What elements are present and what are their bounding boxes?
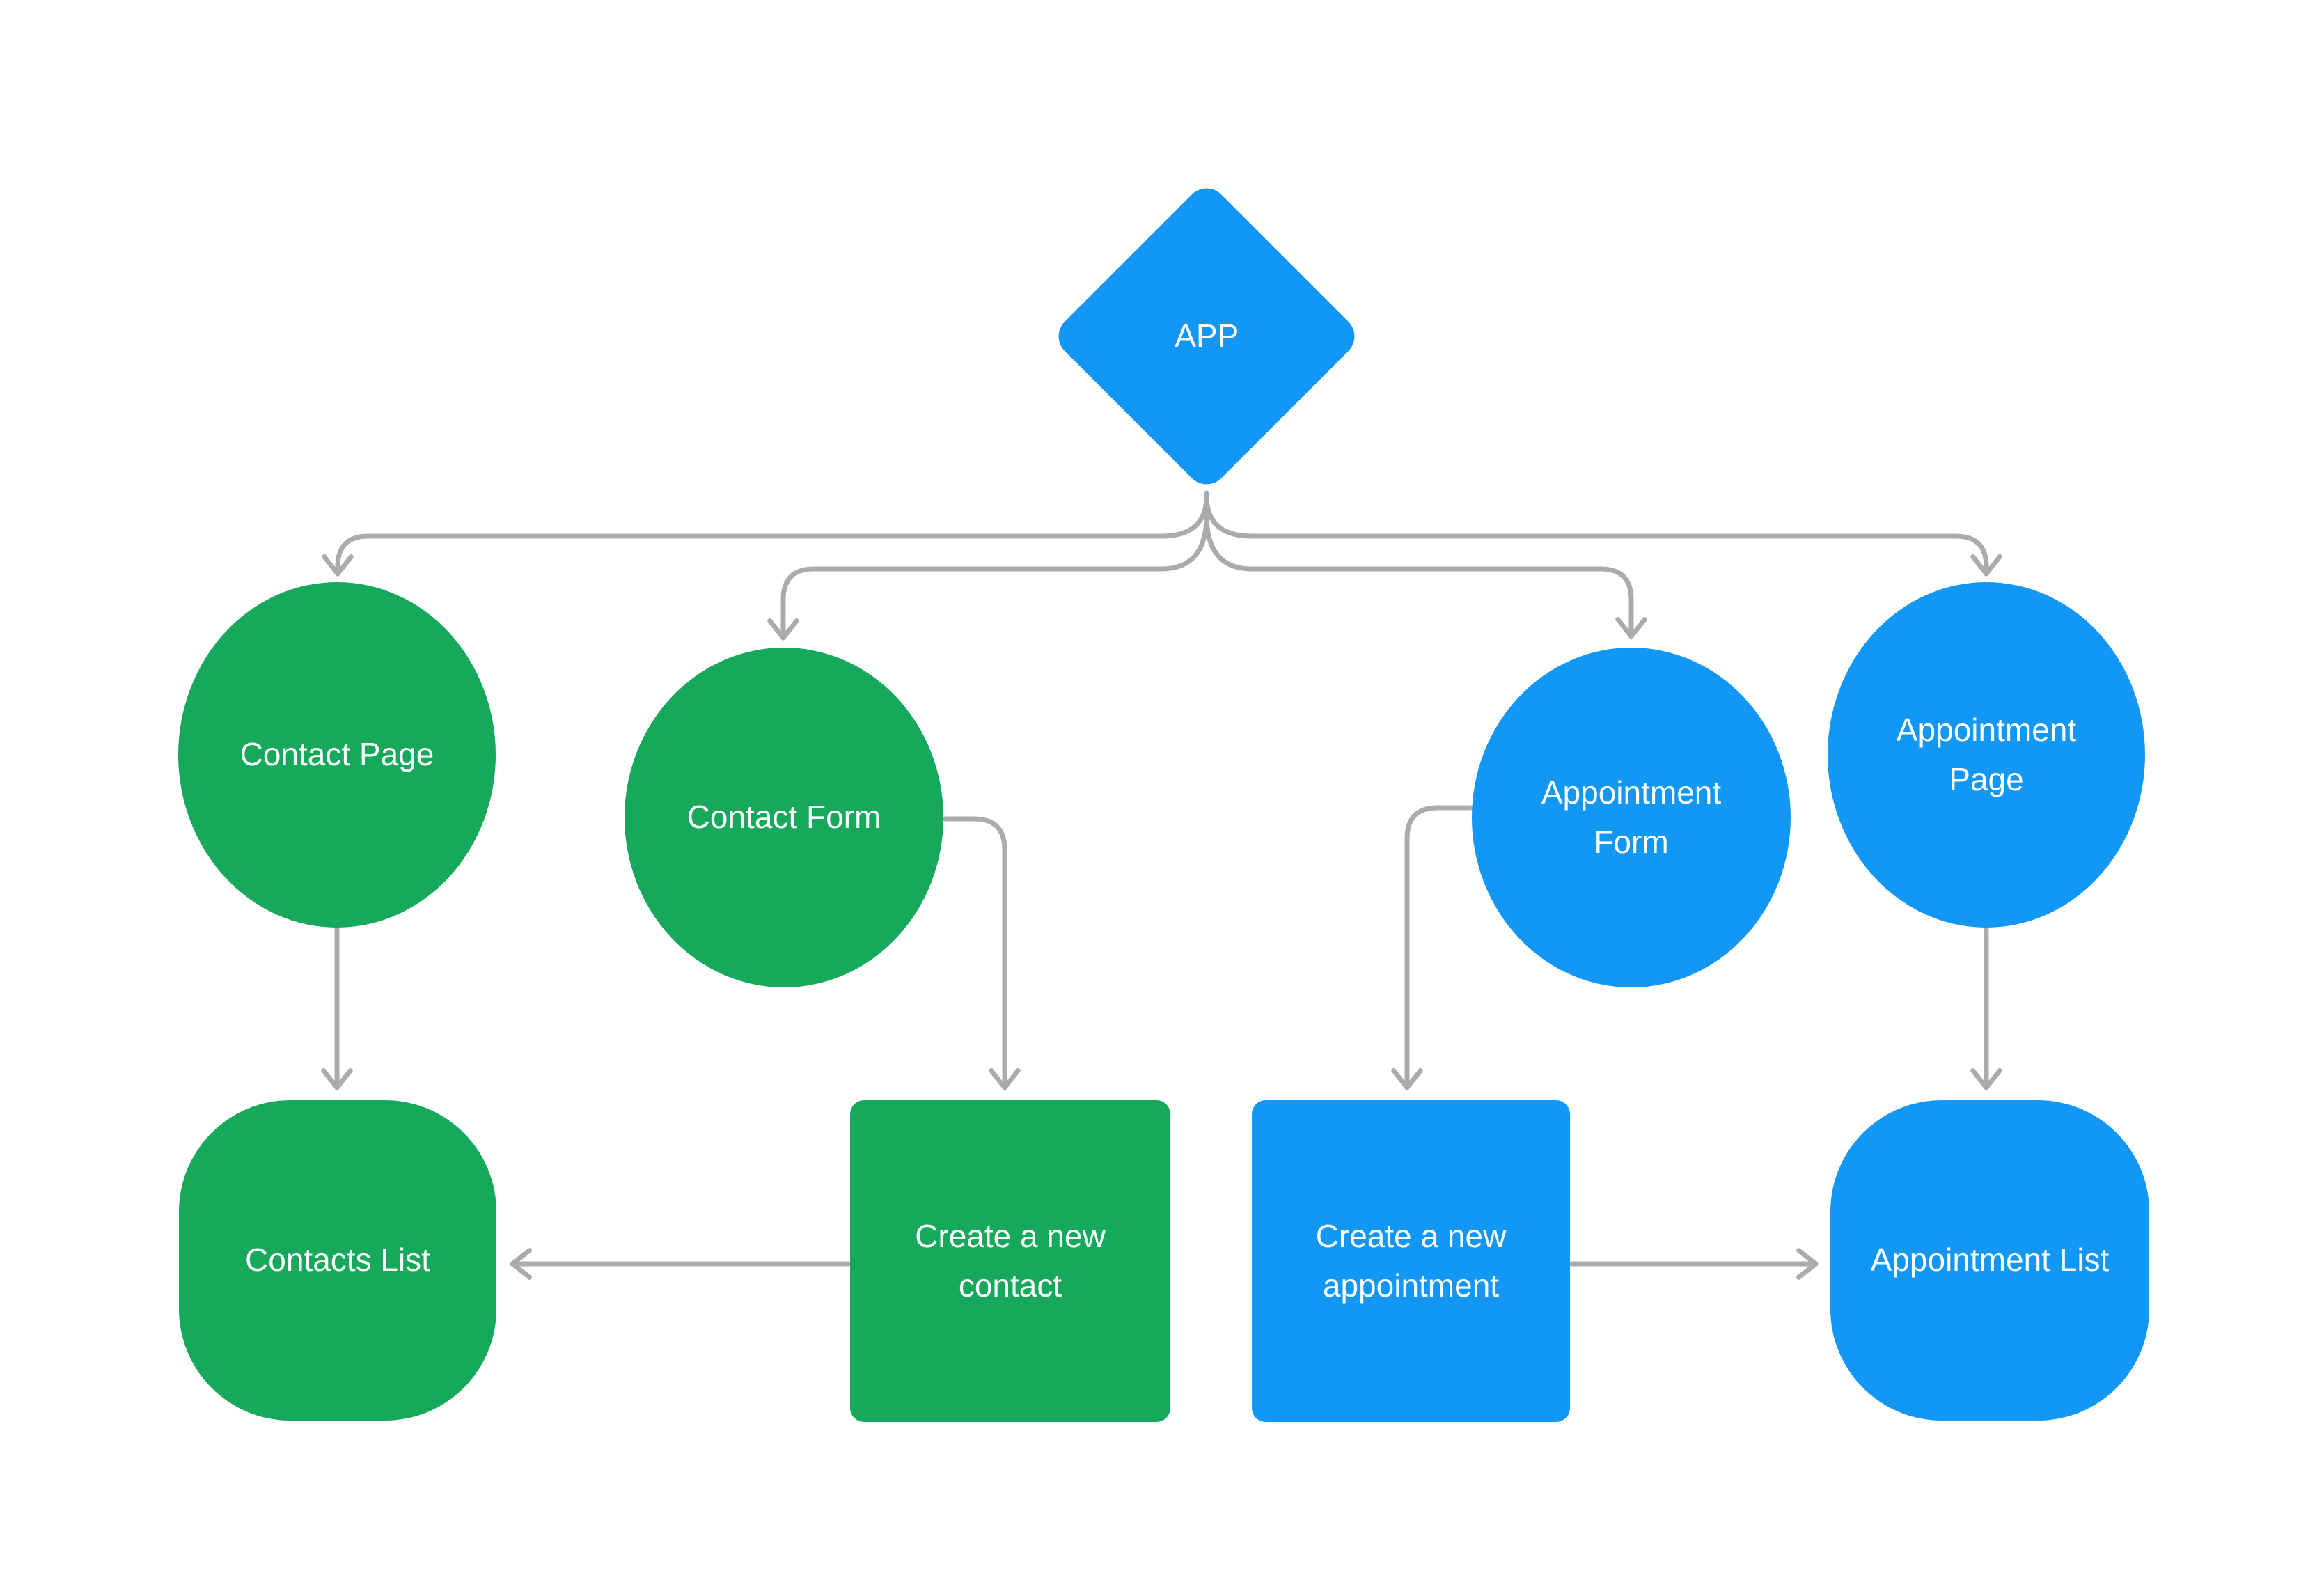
node-appointment-list-label: Appointment List (1870, 1242, 2110, 1278)
node-create-contact-label: Create a new contact (915, 1217, 1106, 1304)
node-app-label: APP (1174, 318, 1239, 354)
edge-appointment-form-to-create-appointment (1391, 805, 1473, 1090)
node-contact-page-label: Contact Page (240, 736, 434, 773)
node-appointment-form-label: Appointment Form (1541, 774, 1722, 860)
node-appointment-page[interactable]: Appointment Page (1828, 582, 2145, 928)
node-create-contact[interactable]: Create a new contact (850, 1100, 1170, 1422)
node-contact-form[interactable]: Contact Form (625, 648, 943, 987)
edge-app-to-appointment-form (1204, 513, 1647, 639)
edge-app-to-contact-page (322, 490, 1209, 577)
node-app[interactable]: APP (1050, 180, 1363, 493)
node-appointment-page-label: Appointment Page (1896, 711, 2077, 797)
edge-contact-form-to-create-contact (942, 816, 1021, 1090)
node-create-appointment-label: Create a new appointment (1315, 1217, 1507, 1304)
node-contact-form-label: Contact Form (686, 799, 881, 836)
node-create-appointment[interactable]: Create a new appointment (1252, 1100, 1570, 1422)
edge-app-to-appointment-page (1204, 490, 2002, 577)
node-contacts-list[interactable]: Contacts List (179, 1100, 496, 1421)
node-contact-page[interactable]: Contact Page (178, 582, 496, 928)
node-appointment-form[interactable]: Appointment Form (1472, 648, 1791, 987)
node-contacts-list-label: Contacts List (245, 1242, 430, 1278)
node-appointment-list[interactable]: Appointment List (1830, 1100, 2149, 1421)
edge-app-to-contact-form (767, 513, 1209, 641)
